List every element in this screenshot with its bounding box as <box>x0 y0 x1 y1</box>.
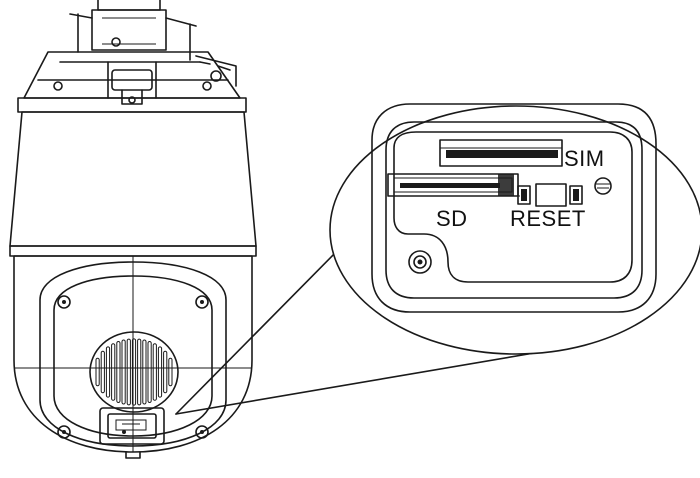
round-connector <box>408 250 432 274</box>
sd-label: SD <box>436 206 468 231</box>
vent-slot <box>168 357 173 387</box>
vent-slot <box>111 343 116 401</box>
detail-magnifier: SIM SD RESET <box>329 103 700 355</box>
vent-grille <box>89 331 179 413</box>
vent-slot <box>126 338 131 406</box>
reset-button <box>517 183 583 207</box>
vent-slot <box>163 350 168 394</box>
vent-slot <box>152 343 157 401</box>
mount-bracket <box>69 0 237 87</box>
dome-body <box>9 111 257 257</box>
vent-slot <box>142 339 147 405</box>
vent-slot <box>105 346 111 398</box>
sim-label: SIM <box>564 146 605 171</box>
reset-label: RESET <box>510 206 586 231</box>
vent-slot <box>137 338 142 406</box>
sd-slot <box>387 173 520 197</box>
camera-head <box>13 255 253 459</box>
callout-lines <box>175 245 541 415</box>
vent-slot <box>131 338 137 406</box>
vent-slot <box>95 357 100 387</box>
upper-housing <box>17 51 247 113</box>
vent-slot <box>121 339 126 405</box>
vent-slot <box>157 346 163 398</box>
vent-slot <box>147 341 152 403</box>
sim-slot <box>439 139 563 167</box>
access-port <box>99 407 165 459</box>
ground-screw-icon <box>594 177 612 195</box>
vent-slot <box>116 341 121 403</box>
ptz-camera <box>9 0 257 459</box>
vent-slot <box>100 350 105 394</box>
